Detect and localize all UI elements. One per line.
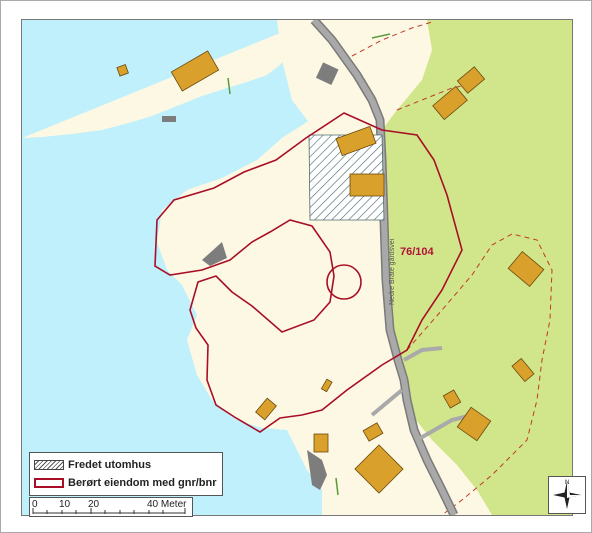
legend-label: Fredet utomhus <box>68 459 152 471</box>
map-canvas[interactable]: 76/104 Nedre Bräte gårdsvei <box>21 19 573 516</box>
scale-tick-label: 10 <box>59 499 71 510</box>
footpath-upper <box>351 21 433 57</box>
legend-label: Berørt eiendom med gnr/bnr <box>68 477 217 489</box>
map-legend: Fredet utomhus Berørt eiendom med gnr/bn… <box>29 452 223 496</box>
compass-rose-icon: N <box>548 476 586 514</box>
scale-tick-label: 20 <box>88 499 100 510</box>
north-label: N <box>565 480 569 486</box>
main-road-fill <box>311 20 457 515</box>
buildings <box>116 50 545 494</box>
hatched-area-swatch <box>34 460 64 470</box>
water-area <box>22 20 322 515</box>
fence-lines <box>227 33 391 496</box>
scale-ticks <box>32 508 186 514</box>
scale-tick-label: 40 Meter <box>147 499 187 510</box>
grey-buildings <box>162 62 339 490</box>
road-name-label: Nedre Bräte gårdsvei <box>388 238 396 305</box>
scale-tick-label: 0 <box>32 499 38 510</box>
parcel-boundary <box>154 112 463 433</box>
scale-bar: 0 10 20 40 Meter <box>29 497 193 517</box>
parcel-number-label: 76/104 <box>400 246 435 258</box>
map-svg: 76/104 Nedre Bräte gårdsvei <box>22 20 572 515</box>
legend-item-parcel: Berørt eiendom med gnr/bnr <box>34 476 217 490</box>
legend-item-protected: Fredet utomhus <box>34 458 151 472</box>
compass-glyph: N <box>553 480 581 509</box>
parcel-boundary-circle <box>326 264 362 300</box>
red-outline-swatch <box>34 478 64 488</box>
